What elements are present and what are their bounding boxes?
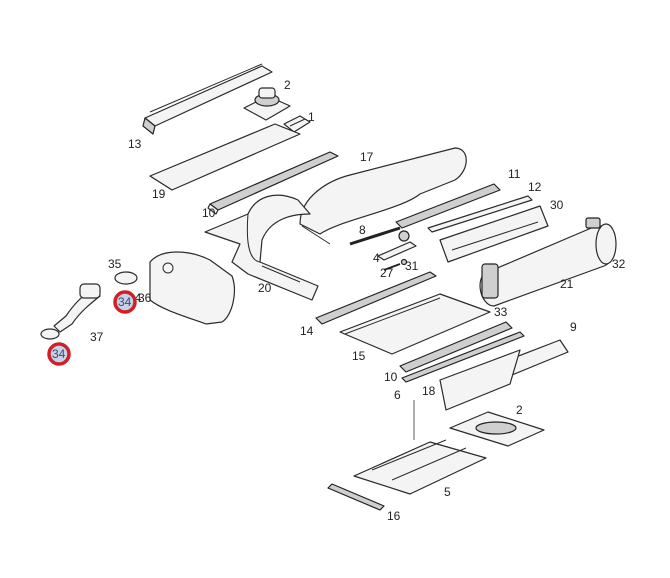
label-2-lower: 2 <box>516 403 523 417</box>
part-2-vent-plate <box>449 411 545 447</box>
label-35: 35 <box>108 257 122 271</box>
label-8: 8 <box>359 223 366 237</box>
part-19-panel <box>149 123 301 191</box>
part-1-clip <box>283 115 311 133</box>
part-10-rail-upper <box>207 151 339 215</box>
part-36-panel <box>149 251 235 325</box>
part-12-rail <box>427 195 533 233</box>
label-33: 33 <box>494 305 508 319</box>
part-15-panel <box>339 293 491 355</box>
label-19: 19 <box>152 187 166 201</box>
part-27-31-screws <box>383 258 408 271</box>
label-18: 18 <box>422 384 436 398</box>
label-17: 17 <box>360 150 374 164</box>
label-10-upper: 10 <box>202 206 216 220</box>
part-35-clamp <box>114 271 138 285</box>
part-17-roof-panel <box>299 147 467 245</box>
label-15: 15 <box>352 349 366 363</box>
part-20-frame <box>204 194 319 301</box>
part-10-rail-lower <box>399 321 513 373</box>
callout-34-upper[interactable]: 34 <box>113 290 137 314</box>
label-21: 21 <box>560 277 574 291</box>
label-16: 16 <box>387 509 401 523</box>
label-1: 1 <box>308 110 315 124</box>
callout-34-lower-label: 34 <box>52 347 66 361</box>
label-30: 30 <box>550 198 564 212</box>
part-4-fastener <box>377 230 417 261</box>
part-14-rail <box>315 271 437 325</box>
part-18-bracket <box>439 349 521 411</box>
part-11-rail <box>395 183 501 229</box>
label-2-top: 2 <box>284 78 291 92</box>
part-5-floor-frame <box>353 400 487 495</box>
label-37: 37 <box>90 330 104 344</box>
label-27: 27 <box>380 266 394 280</box>
label-4: 4 <box>373 251 380 265</box>
part-34-clamp-small <box>40 328 60 340</box>
part-6-rail <box>401 331 525 383</box>
part-30-panel <box>439 205 549 263</box>
part-labels: 1 2 13 19 17 11 12 30 10 8 4 27 31 35 36… <box>90 78 626 523</box>
label-31: 31 <box>405 259 419 273</box>
label-9: 9 <box>570 320 577 334</box>
label-10-lower: 10 <box>384 370 398 384</box>
part-21-roller <box>479 217 617 307</box>
callout-34-lower[interactable]: 34 <box>47 342 71 366</box>
part-16-bar <box>327 483 385 511</box>
label-6: 6 <box>394 388 401 402</box>
label-13: 13 <box>128 137 142 151</box>
label-20: 20 <box>258 281 272 295</box>
label-11: 11 <box>508 167 521 181</box>
callout-34-upper-label: 34 <box>118 295 132 309</box>
label-32: 32 <box>612 257 626 271</box>
part-13-rail <box>142 63 273 135</box>
label-5: 5 <box>444 485 451 499</box>
part-2-roof-vent <box>243 87 291 121</box>
part-37-hose <box>53 283 101 333</box>
label-36: 36 <box>138 291 152 305</box>
label-14: 14 <box>300 324 314 338</box>
part-8-bar <box>349 226 401 246</box>
label-12: 12 <box>528 180 542 194</box>
